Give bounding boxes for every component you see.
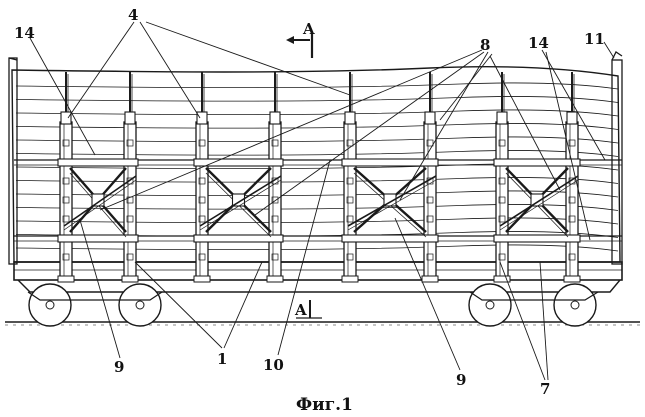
frame-rail (58, 159, 138, 166)
stanchion-post (496, 122, 508, 278)
post-cap (125, 112, 135, 124)
label-14-right: 14 (528, 34, 549, 52)
timber-planks (14, 83, 622, 251)
tie-bar (348, 176, 436, 226)
post-foot (194, 276, 210, 282)
wheel (119, 284, 161, 326)
stanchion-post (344, 122, 356, 278)
timber-plank (16, 137, 618, 143)
timber-plank (16, 150, 618, 156)
section-letter-top: A (302, 20, 315, 38)
stanchion-post (424, 122, 436, 278)
post-cap (345, 112, 355, 124)
post-cap (197, 112, 207, 124)
label-10: 10 (263, 356, 284, 374)
frame-rail (342, 235, 438, 242)
post-cap (567, 112, 577, 124)
timber-plank (16, 218, 618, 224)
figure-caption: Фиг.1 (296, 395, 353, 415)
post-cap (425, 112, 435, 124)
rail-line (5, 322, 640, 325)
post-foot (564, 276, 580, 282)
label-9-left: 9 (114, 358, 124, 376)
wheel (469, 284, 511, 326)
stanchion-modules (58, 72, 580, 282)
label-14-left: 14 (14, 24, 35, 42)
timber-plank (16, 110, 618, 116)
post-foot (267, 276, 283, 282)
label-7: 7 (540, 380, 550, 398)
frame-rail (494, 159, 580, 166)
post-foot (342, 276, 358, 282)
post-cap (497, 112, 507, 124)
post-cap (270, 112, 280, 124)
wheel (29, 284, 71, 326)
section-mark-bottom: A (294, 300, 322, 319)
stanchion-post (124, 122, 136, 278)
label-4: 4 (128, 6, 138, 24)
section-mark-top: A (286, 20, 315, 58)
timber-plank (16, 96, 618, 102)
post-foot (122, 276, 138, 282)
tie-bar (348, 180, 436, 230)
stanchion-post (60, 122, 72, 278)
wagon-frame (14, 262, 622, 292)
stanchion-module (342, 72, 438, 282)
wheelsets (28, 284, 598, 326)
frame-rail (58, 235, 138, 242)
timber-plank (16, 245, 618, 251)
stanchion-module (194, 72, 283, 282)
label-8: 8 (480, 36, 490, 54)
post-foot (422, 276, 438, 282)
timber-plank (16, 83, 618, 89)
wheel (554, 284, 596, 326)
timber-plank (16, 177, 618, 183)
post-foot (58, 276, 74, 282)
stanchion-module (58, 72, 138, 282)
stanchion-module (494, 72, 580, 282)
right-end-post (612, 52, 622, 264)
stanchion-post (269, 122, 281, 278)
stanchion-post (196, 122, 208, 278)
post-cap (61, 112, 71, 124)
label-11: 11 (584, 30, 605, 48)
label-9-mid: 9 (456, 371, 466, 389)
leader-lines (30, 22, 614, 380)
section-letter-bottom: A (294, 301, 307, 319)
label-1: 1 (217, 350, 227, 368)
